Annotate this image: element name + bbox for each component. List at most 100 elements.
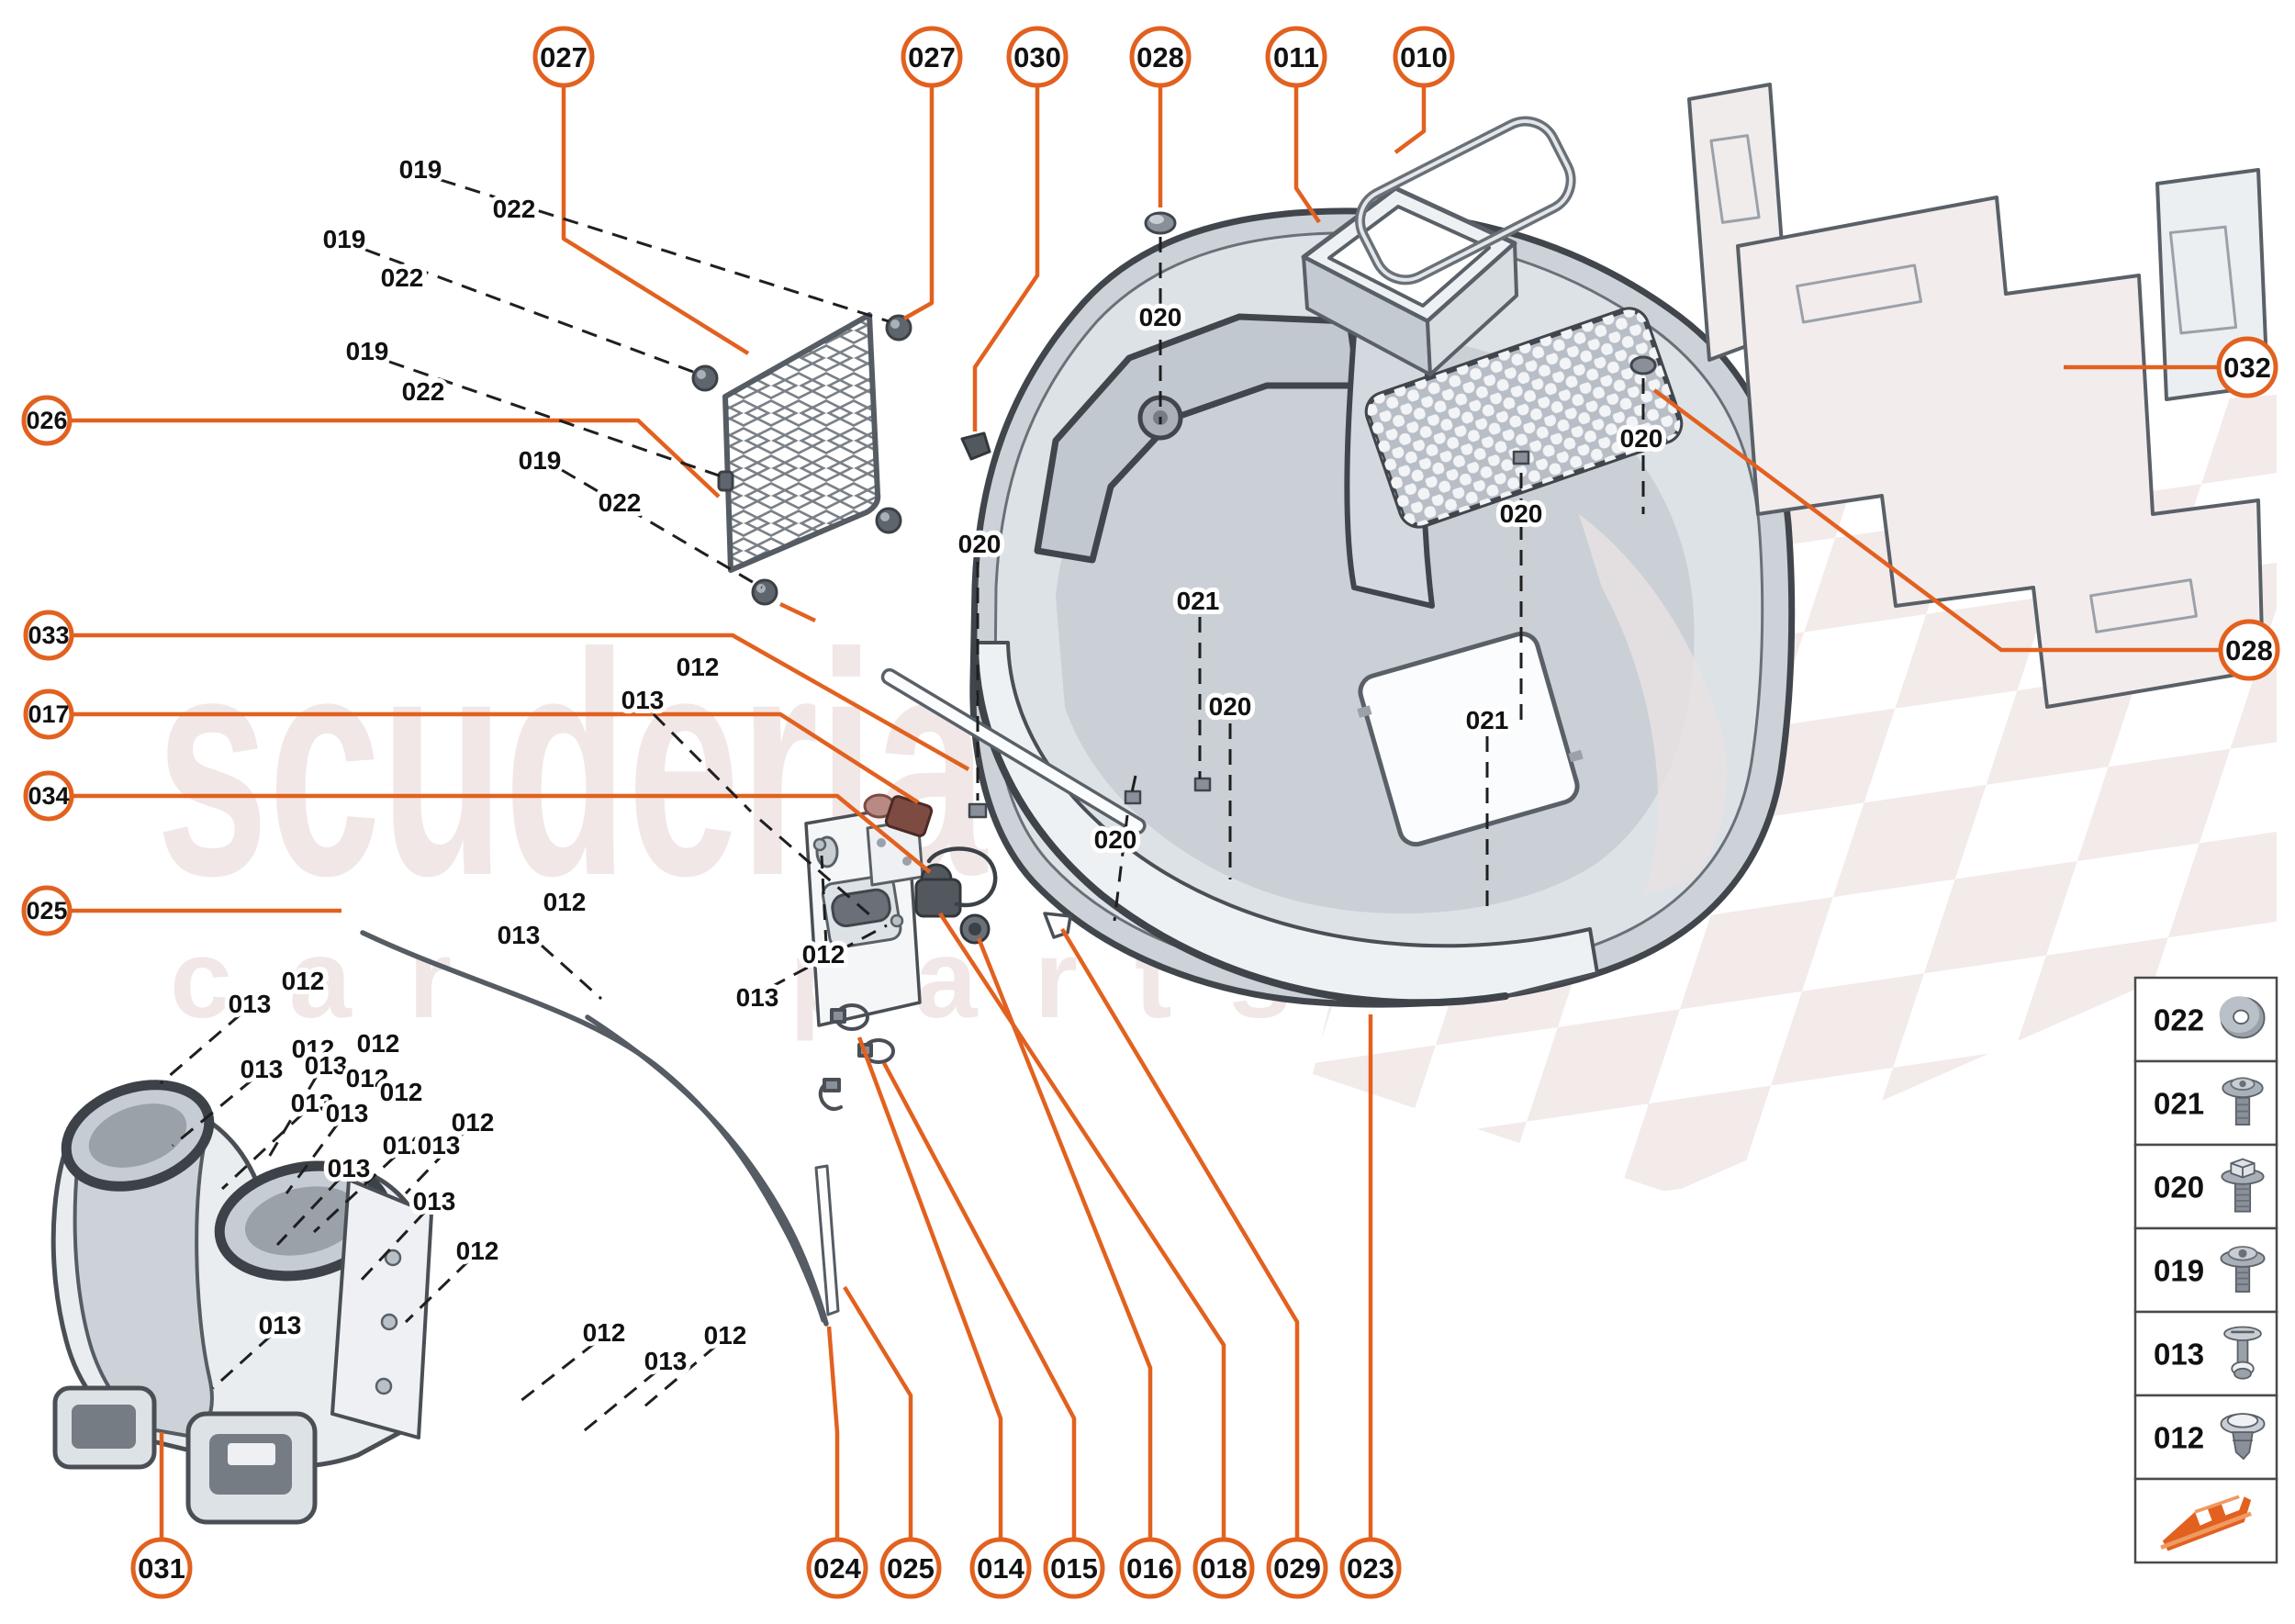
- cargo-net: [691, 312, 912, 606]
- callout-016[interactable]: 016: [1119, 1537, 1181, 1599]
- callout-label: 011: [1273, 41, 1319, 73]
- parts-artwork: [50, 83, 2269, 1525]
- access-cutout: [1357, 631, 1584, 847]
- part-ref-label: 012: [346, 1064, 389, 1092]
- callout-032[interactable]: 032: [2216, 336, 2278, 398]
- callout-label: 015: [1050, 1552, 1098, 1585]
- callout-label: 032: [2223, 352, 2271, 384]
- part-ref-label: 013: [418, 1131, 461, 1159]
- part-ref-label: 013: [305, 1051, 348, 1080]
- callout-026[interactable]: 026: [21, 395, 73, 446]
- part-ref-label: 013: [736, 983, 779, 1012]
- brand-logo-cell: [2133, 1477, 2278, 1564]
- trim-clip: [960, 431, 991, 461]
- callout-label: 031: [138, 1552, 185, 1585]
- callout-label: 018: [1200, 1552, 1248, 1585]
- fastener-row-020: 020: [2133, 1143, 2278, 1230]
- part-ref-label: 012: [456, 1237, 499, 1265]
- callout-015[interactable]: 015: [1043, 1537, 1105, 1599]
- part-ref-label: 019: [519, 446, 562, 475]
- part-ref-label: 013: [413, 1187, 456, 1215]
- rim-bolt: [1512, 450, 1530, 465]
- callout-029[interactable]: 029: [1266, 1537, 1328, 1599]
- part-ref-label: 020: [1500, 499, 1543, 528]
- callout-label: 026: [26, 407, 67, 434]
- side-trim-panels: [1629, 83, 2269, 709]
- part-ref-label: 012: [383, 1131, 426, 1159]
- callout-label: 017: [28, 700, 69, 728]
- callout-011[interactable]: 011: [1265, 26, 1327, 88]
- rubber-seals: [360, 930, 840, 1327]
- duct-outlet: [52, 1385, 318, 1525]
- panel-bolt: [1629, 355, 1657, 375]
- callout-025[interactable]: 025: [879, 1537, 942, 1599]
- callout-031[interactable]: 031: [130, 1537, 193, 1599]
- callout-label: 034: [28, 782, 69, 810]
- callout-024[interactable]: 024: [806, 1537, 868, 1599]
- part-ref-label: 013: [326, 1099, 369, 1127]
- fastener-row-022: 022: [2133, 976, 2278, 1063]
- part-ref-label: 019: [346, 337, 389, 365]
- sill-strip: [880, 667, 1147, 834]
- callout-label: 027: [908, 41, 956, 73]
- part-ref-label: 019: [323, 225, 366, 253]
- part-ref-label: 022: [493, 195, 536, 223]
- callout-028[interactable]: 028: [2218, 619, 2280, 681]
- leader-lines: [69, 85, 2221, 1540]
- callout-018[interactable]: 018: [1192, 1537, 1255, 1599]
- callout-010[interactable]: 010: [1393, 26, 1455, 88]
- fastener-legend-table: 022 021 020 019 013 012: [2133, 976, 2278, 1564]
- callout-030[interactable]: 030: [1006, 26, 1069, 88]
- fastener-code: 020: [2154, 1170, 2204, 1204]
- part-ref-label: 012: [380, 1078, 423, 1106]
- callout-023[interactable]: 023: [1339, 1537, 1402, 1599]
- fastener-code: 013: [2154, 1338, 2204, 1372]
- part-ref-label: 022: [599, 488, 642, 517]
- part-ref-label: 013: [644, 1347, 688, 1375]
- callout-033[interactable]: 033: [23, 610, 74, 661]
- fastener-code: 022: [2154, 1003, 2204, 1037]
- vent-gasket: [1355, 116, 1576, 286]
- rim-bolt: [1124, 790, 1142, 805]
- fastener-code: 021: [2154, 1087, 2204, 1121]
- callout-027[interactable]: 027: [901, 26, 963, 88]
- fastener-code: 019: [2154, 1254, 2204, 1288]
- part-ref-label: 020: [1620, 424, 1663, 453]
- part-ref-label: 013: [291, 1089, 334, 1117]
- part-ref-label: 012: [802, 940, 845, 969]
- callout-028[interactable]: 028: [1129, 26, 1192, 88]
- vent-grille: [1364, 307, 1684, 529]
- callout-label: 016: [1126, 1552, 1174, 1585]
- air-duct: [50, 1080, 433, 1525]
- part-ref-label: 020: [958, 530, 1002, 558]
- callout-034[interactable]: 034: [23, 770, 74, 822]
- fastener-row-013: 013: [2133, 1310, 2278, 1397]
- callout-label: 023: [1347, 1552, 1394, 1585]
- rim-bolt: [1193, 777, 1212, 792]
- part-ref-label: 013: [498, 921, 541, 949]
- part-ref-label: 020: [1209, 692, 1252, 721]
- fastener-reference-lines: [160, 178, 1645, 1436]
- fastener-code: 012: [2154, 1421, 2204, 1455]
- part-ref-label: 012: [452, 1108, 495, 1137]
- part-ref-label: 012: [282, 967, 325, 995]
- luggage-compartment-tub: [968, 207, 1796, 1008]
- rim-clip: [968, 802, 988, 819]
- part-ref-label: 020: [1139, 303, 1182, 331]
- callout-label: 027: [540, 41, 588, 73]
- part-ref-label: 012: [357, 1029, 400, 1058]
- cable-clamps: [818, 1003, 895, 1111]
- callout-label: 030: [1013, 41, 1061, 73]
- callout-017[interactable]: 017: [23, 689, 74, 740]
- part-ref-label: 012: [677, 653, 720, 681]
- part-ref-label: 021: [1466, 706, 1509, 734]
- callout-label: 033: [28, 622, 69, 649]
- callout-027[interactable]: 027: [532, 26, 595, 88]
- part-ref-label: 012: [543, 888, 587, 916]
- fastener-row-019: 019: [2133, 1226, 2278, 1314]
- callout-label: 029: [1273, 1552, 1321, 1585]
- callout-014[interactable]: 014: [969, 1537, 1032, 1599]
- callout-025[interactable]: 025: [21, 885, 73, 936]
